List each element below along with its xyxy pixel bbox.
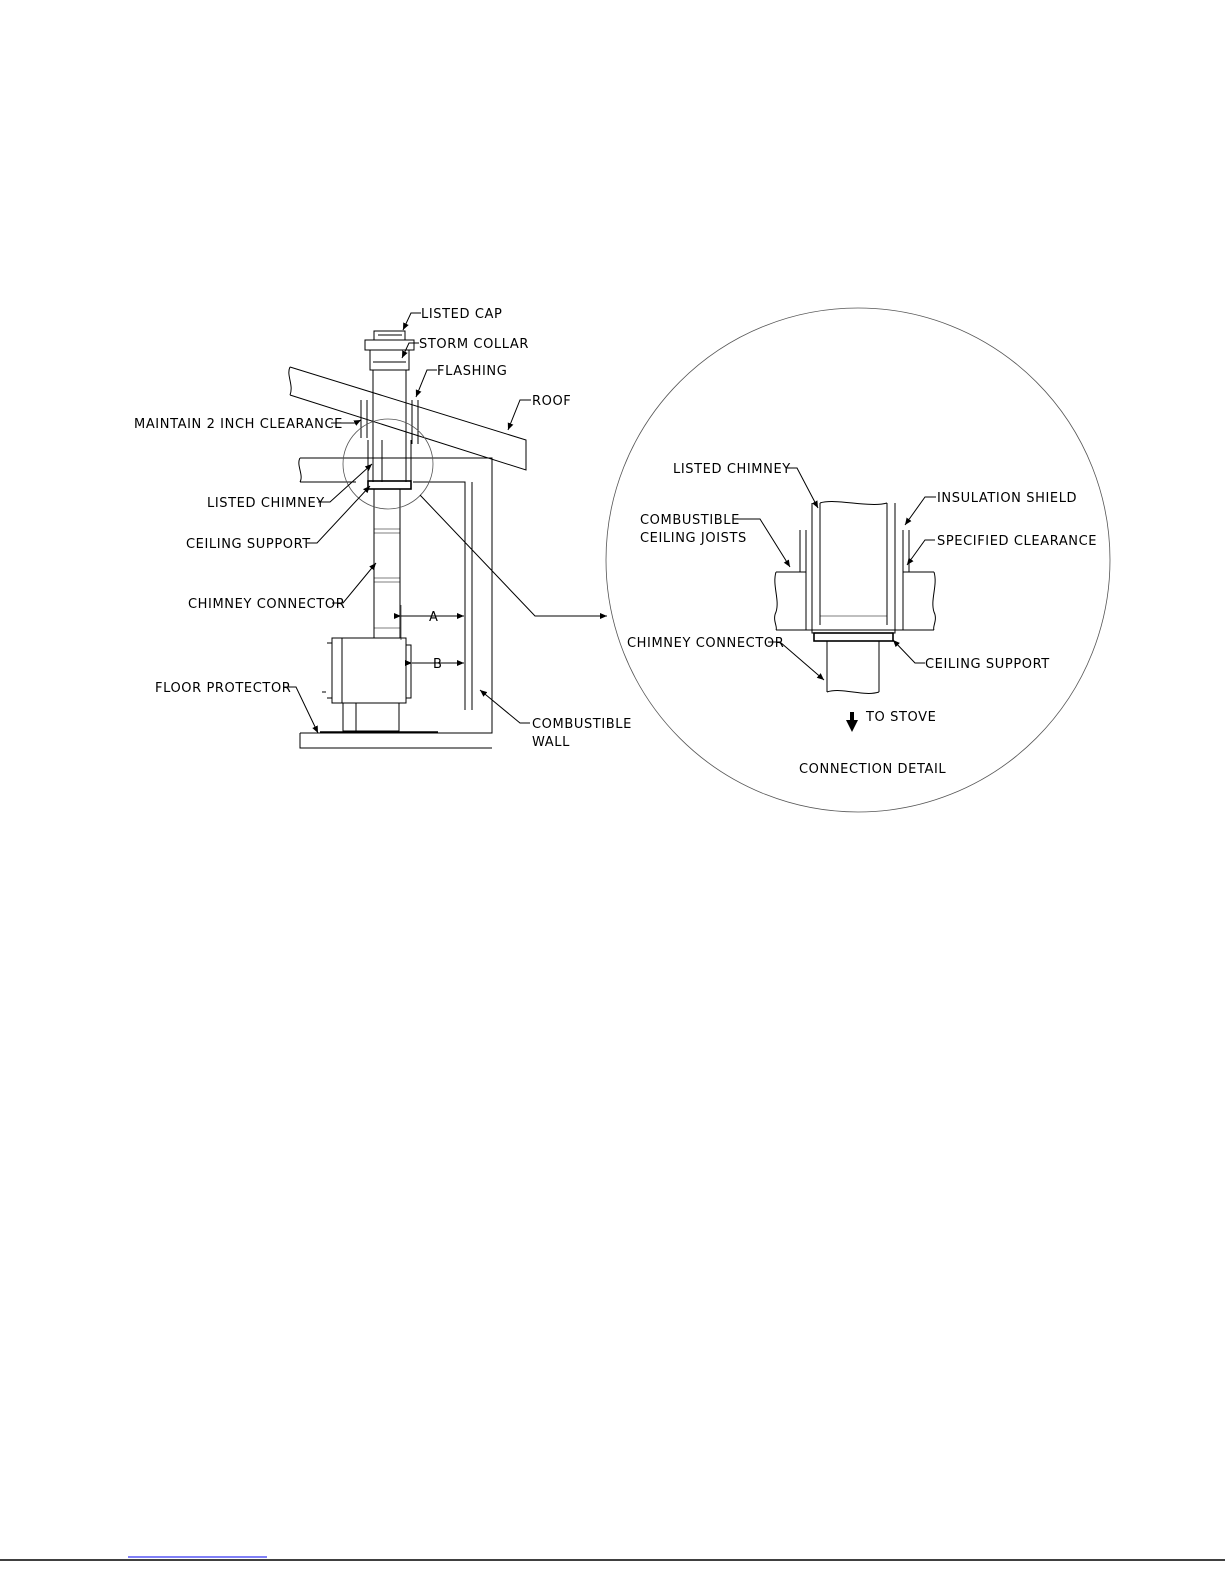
detail-listed-chimney — [812, 502, 895, 633]
label-detail-listed-chimney: LISTED CHIMNEY — [673, 462, 791, 477]
ceiling-and-wall — [299, 458, 492, 733]
label-listed-cap: LISTED CAP — [421, 307, 502, 322]
detail-ceiling-support — [814, 633, 893, 641]
ceiling-joists — [775, 572, 936, 630]
label-maintain-clearance: MAINTAIN 2 INCH CLEARANCE — [134, 417, 343, 432]
detail-circle — [606, 308, 1110, 812]
label-detail-chimney-connector: CHIMNEY CONNECTOR — [627, 636, 784, 651]
leader-insulation-shield — [905, 497, 936, 525]
label-combustible-wall-2: WALL — [532, 735, 570, 750]
label-combustible-wall-1: COMBUSTIBLE — [532, 717, 632, 732]
label-ceiling-support: CEILING SUPPORT — [186, 537, 311, 552]
label-insulation-shield: INSULATION SHIELD — [937, 491, 1077, 506]
leader-roof — [508, 400, 531, 430]
leader-detail-ceiling-support — [893, 640, 925, 663]
leader-listed-chimney — [318, 464, 372, 502]
label-detail-ceiling-support: CEILING SUPPORT — [925, 657, 1050, 672]
label-combustible-joists-2: CEILING JOISTS — [640, 531, 747, 546]
leader-combustible-wall — [480, 690, 530, 723]
installation-view: LISTED CAP STORM COLLAR FLASHING ROOF MA… — [134, 307, 632, 750]
chimney-connector — [374, 489, 400, 638]
connection-detail: LISTED CHIMNEY INSULATION SHIELD COMBUST… — [606, 308, 1110, 812]
ceiling-support — [368, 481, 411, 489]
detail-chimney-connector — [827, 641, 879, 693]
label-dim-a: A — [429, 610, 439, 625]
label-storm-collar: STORM COLLAR — [419, 337, 529, 352]
detail-callout-circle — [343, 419, 433, 509]
floor-protector — [300, 732, 492, 748]
insulation-shield — [800, 530, 909, 572]
label-chimney-connector: CHIMNEY CONNECTOR — [188, 597, 345, 612]
leader-listed-cap — [403, 313, 421, 330]
stove — [322, 638, 411, 731]
label-listed-chimney: LISTED CHIMNEY — [207, 496, 325, 511]
leader-specified-clearance — [907, 540, 935, 565]
leader-flashing — [416, 370, 437, 397]
label-to-stove: TO STOVE — [865, 710, 936, 725]
storm-collar — [370, 350, 409, 370]
listed-chimney — [361, 370, 418, 482]
label-specified-clearance: SPECIFIED CLEARANCE — [937, 534, 1097, 549]
label-connection-detail: CONNECTION DETAIL — [799, 762, 946, 777]
label-combustible-joists-1: COMBUSTIBLE — [640, 513, 740, 528]
label-flashing: FLASHING — [437, 364, 507, 379]
leader-detail-listed-chimney — [787, 468, 818, 508]
label-floor-protector: FLOOR PROTECTOR — [155, 681, 291, 696]
detail-callout-arrow — [420, 495, 607, 616]
to-stove-arrow — [846, 712, 858, 732]
label-dim-b: B — [433, 657, 443, 672]
label-roof: ROOF — [532, 394, 571, 409]
